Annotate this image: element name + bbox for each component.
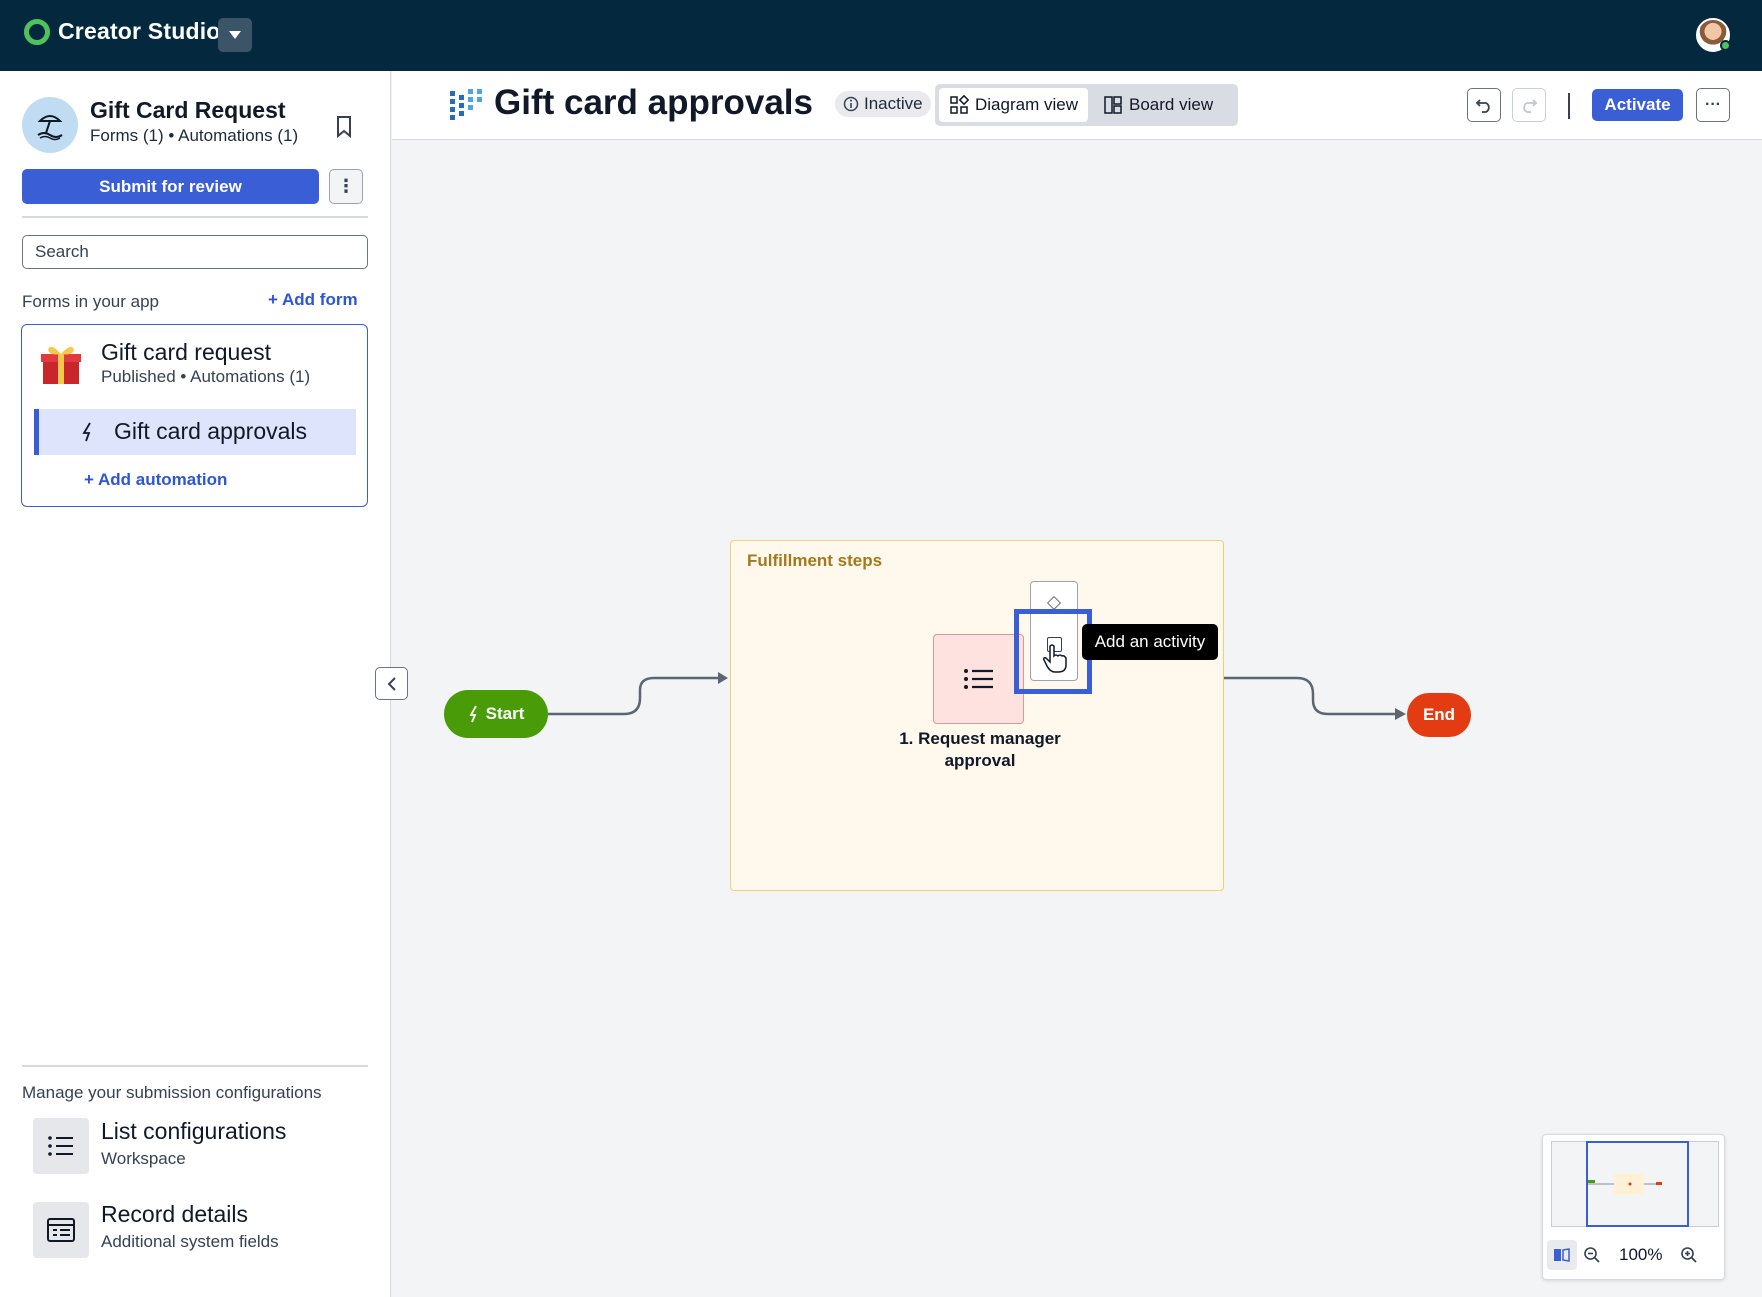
automation-item-gift-card-approvals[interactable]: Gift card approvals xyxy=(34,409,356,455)
beach-icon xyxy=(22,97,78,153)
form-title: Gift card request xyxy=(101,339,272,365)
undo-icon[interactable] xyxy=(1467,88,1501,122)
config-subtitle-list: Workspace xyxy=(101,1149,186,1168)
config-subtitle-record: Additional system fields xyxy=(101,1232,279,1251)
chevron-down-icon xyxy=(229,31,241,39)
form-subtitle: Published • Automations (1) xyxy=(101,367,311,386)
redo-icon[interactable] xyxy=(1512,88,1546,122)
status-badge: Inactive xyxy=(835,91,931,117)
page-title: Gift card approvals xyxy=(494,83,813,122)
tooltip: Add an activity xyxy=(1082,624,1218,660)
list-icon[interactable] xyxy=(33,1118,89,1174)
info-icon xyxy=(843,96,859,112)
divider xyxy=(22,216,368,218)
lightning-icon xyxy=(469,705,477,723)
brand-dropdown-button[interactable] xyxy=(218,18,252,52)
list-icon xyxy=(963,669,993,689)
status-text: Inactive xyxy=(864,94,923,113)
minimap: 100% xyxy=(1542,1134,1725,1280)
add-form-link[interactable]: + Add form xyxy=(268,290,358,309)
more-options-button[interactable]: ··· xyxy=(1696,88,1730,122)
tab-label: Board view xyxy=(1129,95,1214,114)
diagram-icon xyxy=(950,95,969,114)
zoom-level: 100% xyxy=(1619,1245,1663,1264)
task-node-request-manager-approval[interactable] xyxy=(933,634,1024,724)
submit-for-review-button[interactable]: Submit for review xyxy=(22,169,319,204)
minimap-preview[interactable] xyxy=(1551,1141,1719,1227)
sidebar: Gift Card Request Forms (1) • Automation… xyxy=(0,71,391,1297)
manage-configurations-label: Manage your submission configurations xyxy=(22,1083,322,1102)
form-card[interactable]: Gift card request Published • Automation… xyxy=(21,324,368,507)
zoom-in-icon[interactable] xyxy=(1674,1240,1704,1270)
config-title-list[interactable]: List configurations xyxy=(101,1118,287,1144)
minimap-thumbnail xyxy=(1588,1173,1662,1195)
group-label: Fulfillment steps xyxy=(747,551,883,570)
start-node[interactable]: Start xyxy=(444,690,548,738)
brand-logo xyxy=(24,18,50,45)
start-label: Start xyxy=(485,704,525,723)
tab-board-view[interactable]: Board view xyxy=(1093,88,1223,122)
main-header: Gift card approvals Inactive Diagram vie… xyxy=(392,71,1762,140)
tab-label: Diagram view xyxy=(975,95,1078,114)
top-bar: Creator Studio xyxy=(0,0,1762,71)
divider xyxy=(1568,93,1570,119)
collapse-icon[interactable] xyxy=(375,667,408,700)
kebab-icon[interactable]: ⋮ xyxy=(329,169,363,204)
task-label: 1. Request manager approval xyxy=(899,729,1061,770)
search-input[interactable] xyxy=(22,235,368,269)
avatar[interactable] xyxy=(1696,18,1730,52)
brand-name: Creator Studio xyxy=(58,18,221,44)
forms-section-label: Forms in your app xyxy=(22,292,159,311)
add-automation-link[interactable]: + Add automation xyxy=(84,470,228,489)
brand[interactable]: Creator Studio xyxy=(24,18,221,45)
divider xyxy=(22,1065,368,1067)
zoom-controls: 100% xyxy=(1547,1237,1722,1273)
flow-icon xyxy=(448,87,484,128)
minimap-viewport[interactable] xyxy=(1586,1141,1689,1227)
zoom-out-icon[interactable] xyxy=(1577,1240,1607,1270)
activate-button[interactable]: Activate xyxy=(1592,89,1683,121)
lightning-icon xyxy=(81,422,95,447)
app-subtitle: Forms (1) • Automations (1) xyxy=(90,126,299,145)
app-title: Gift Card Request xyxy=(90,97,286,123)
end-node[interactable]: End xyxy=(1407,693,1471,737)
view-toggle: Diagram view Board view xyxy=(935,84,1238,126)
bookmark-icon[interactable] xyxy=(336,116,352,143)
board-icon xyxy=(1104,96,1122,114)
tab-diagram-view[interactable]: Diagram view xyxy=(939,88,1088,122)
map-icon[interactable] xyxy=(1547,1240,1577,1270)
automation-label: Gift card approvals xyxy=(114,418,308,444)
record-icon[interactable] xyxy=(33,1202,89,1258)
cursor-icon xyxy=(1042,644,1068,679)
gift-icon xyxy=(38,340,84,386)
config-title-record[interactable]: Record details xyxy=(101,1201,249,1227)
online-status-dot xyxy=(1720,40,1731,51)
decision-icon[interactable] xyxy=(1046,595,1062,611)
diagram-canvas[interactable]: Fulfillment steps Start End 1. Request m… xyxy=(392,140,1762,1297)
